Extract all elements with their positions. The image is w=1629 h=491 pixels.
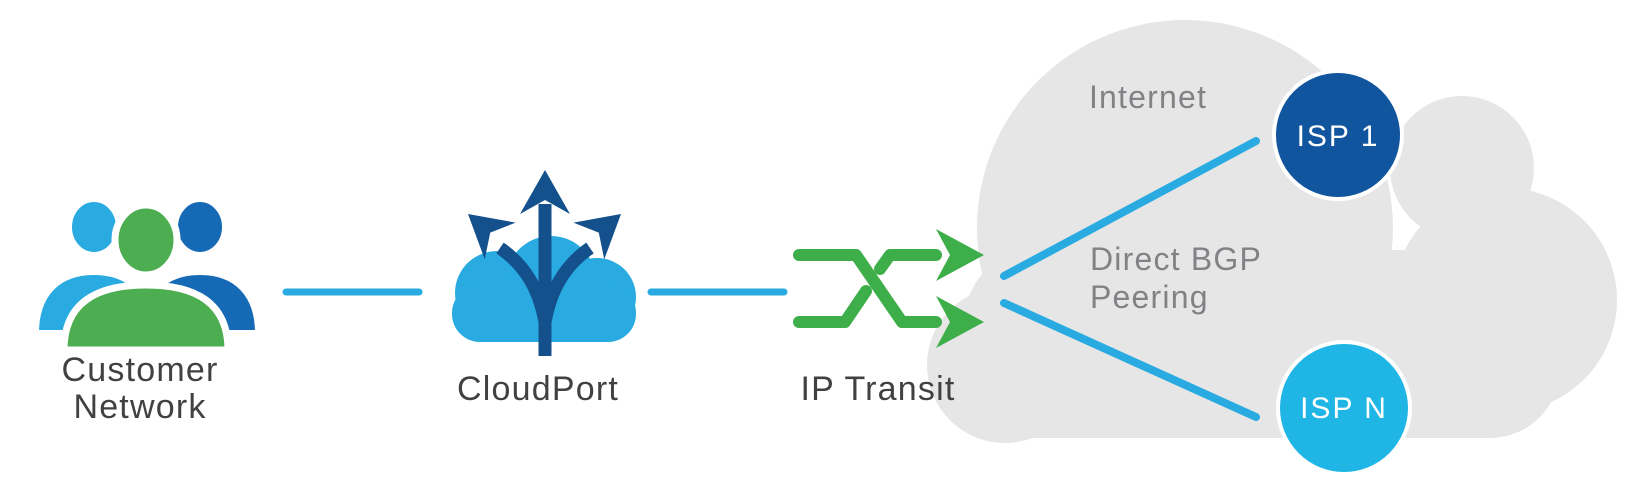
cloudport-label: CloudPort	[457, 370, 619, 408]
peering-label-line1: Direct BGP	[1090, 241, 1263, 277]
customer-network-label: Customer Network	[62, 352, 219, 426]
branching-arrows	[496, 204, 594, 356]
customer-label-line1: Customer	[61, 351, 219, 389]
shuffle-up-segment-1	[793, 285, 872, 328]
person-center-icon	[60, 201, 232, 354]
ip-transit-label: IP Transit	[800, 370, 956, 408]
customer-label-line2: Network	[73, 388, 207, 426]
cloud-branching-arrows-icon	[452, 170, 636, 356]
branching-arrowheads	[468, 170, 621, 260]
peering-line-ispn	[1000, 299, 1260, 421]
peering-label-line2: Peering	[1090, 279, 1209, 315]
shuffle-up-segment-2	[874, 249, 942, 275]
shuffle-down-segment	[793, 249, 942, 328]
internet-cloud-icon	[927, 20, 1617, 443]
shuffle-arrowheads	[936, 229, 984, 348]
peering-lines	[1000, 137, 1260, 421]
direct-bgp-peering-label: Direct BGP Peering	[1090, 240, 1262, 316]
crossover-arrows-icon	[793, 229, 984, 348]
isp1-label: ISP 1	[1296, 120, 1380, 153]
internet-label: Internet	[1088, 79, 1208, 115]
isp1-node	[1272, 69, 1404, 201]
people-group-icon	[32, 196, 262, 354]
ispn-label: ISP N	[1300, 392, 1388, 425]
peering-line-isp1	[1000, 137, 1260, 280]
ispn-node	[1276, 340, 1412, 476]
